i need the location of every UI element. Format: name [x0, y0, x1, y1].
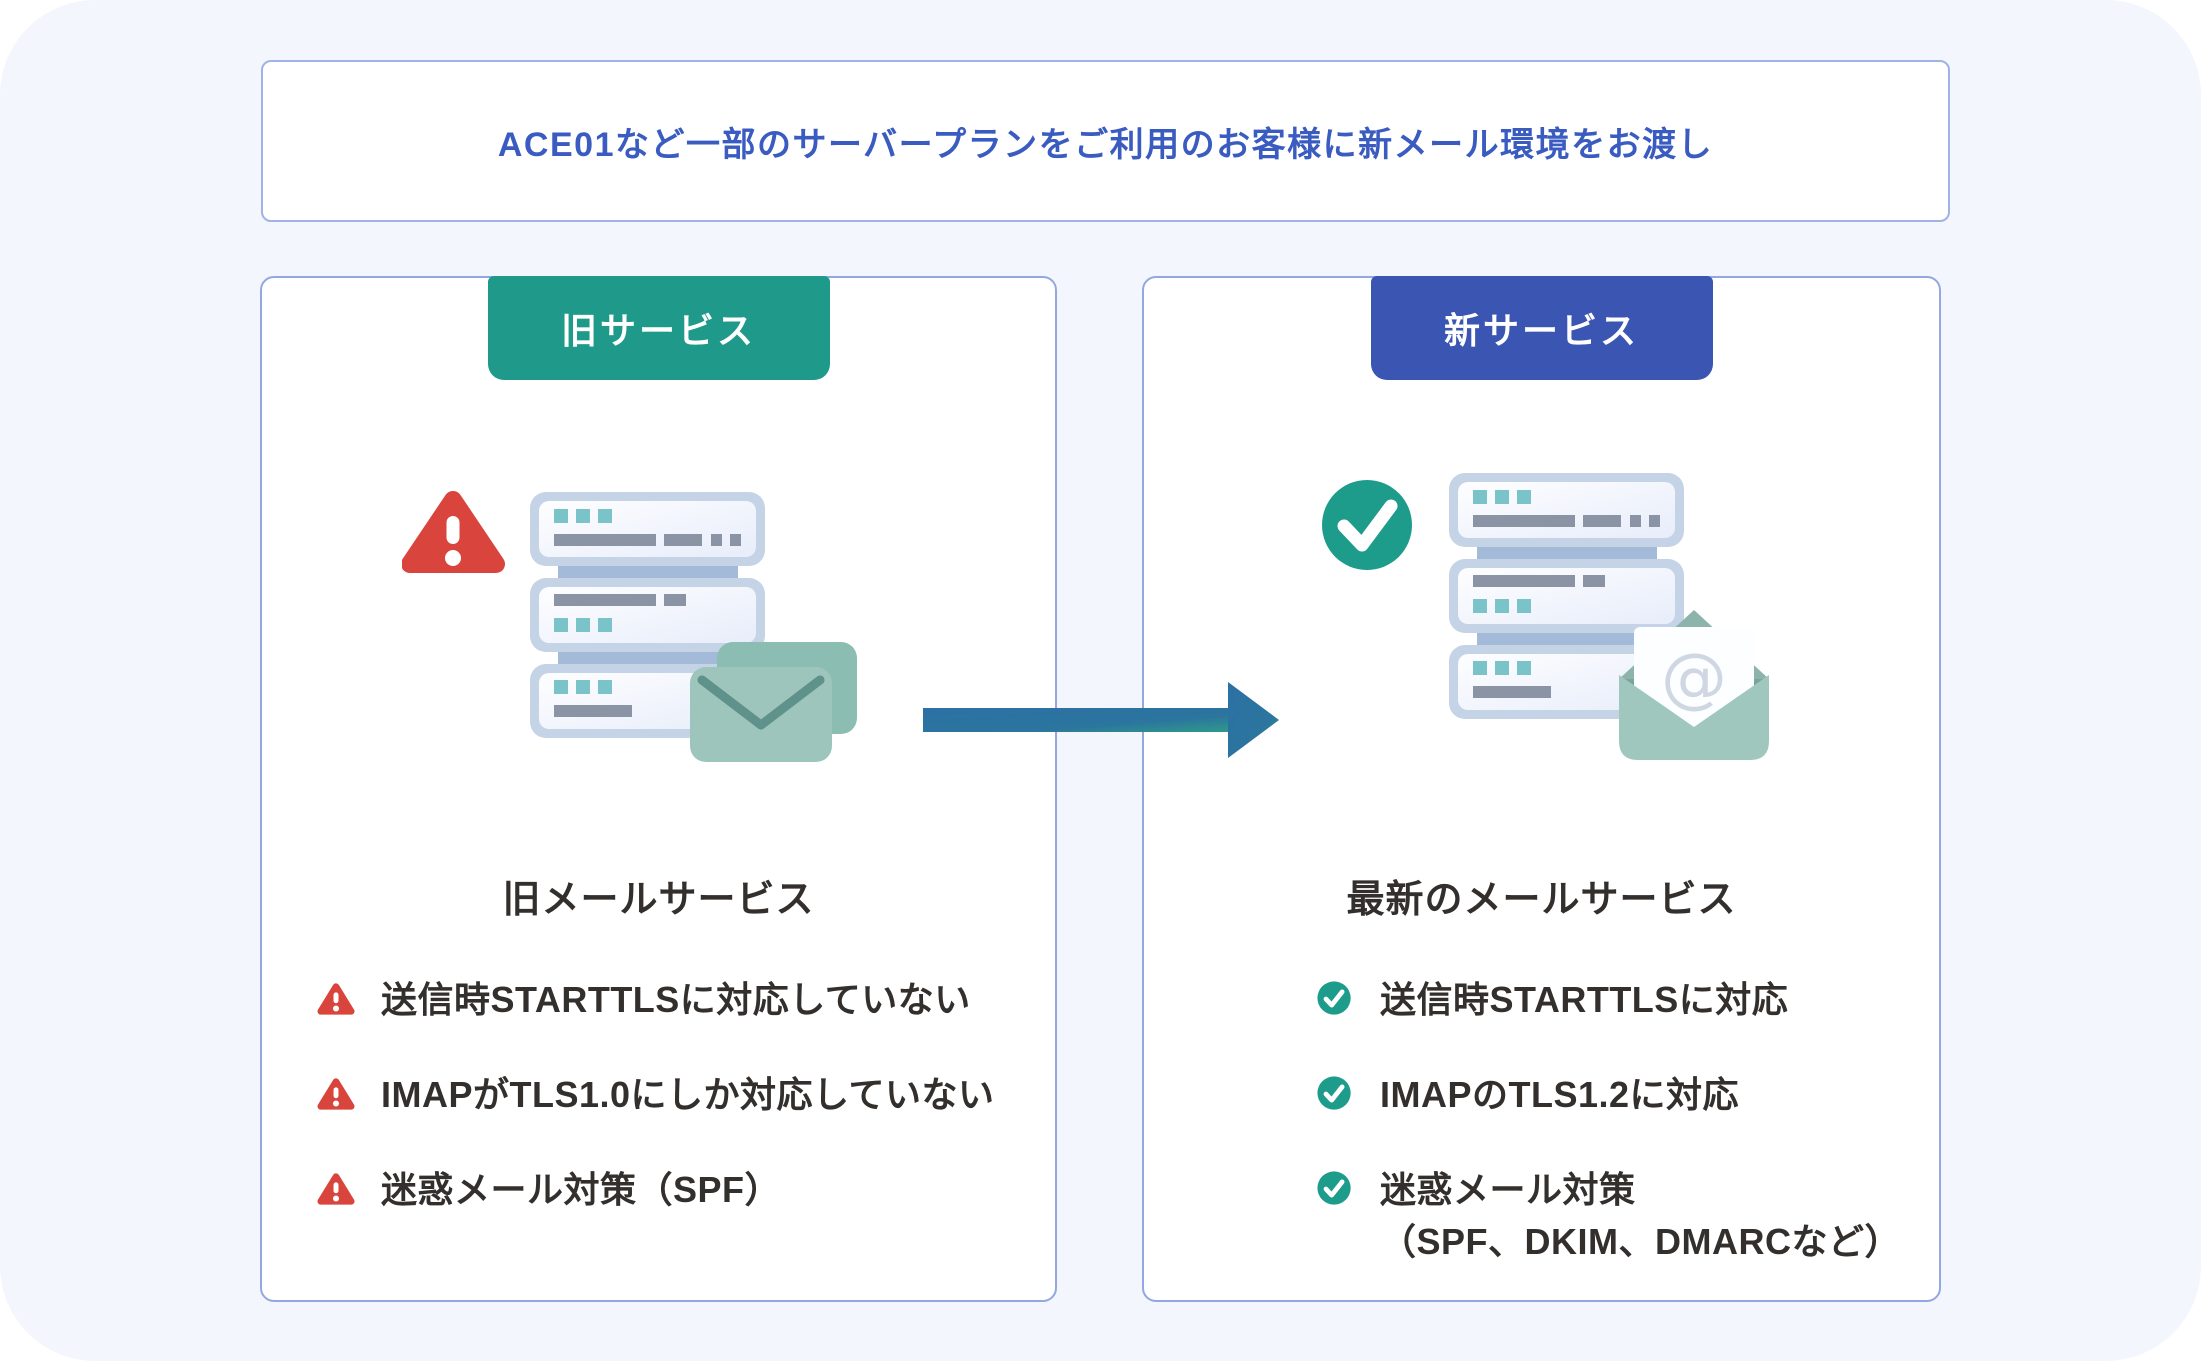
- list-item: 送信時STARTTLSに対応: [1316, 976, 1901, 1024]
- check-circle-icon: [1322, 480, 1412, 570]
- list-item: 迷惑メール対策（SPF、DKIM、DMARCなど）: [1316, 1166, 1901, 1266]
- mail-envelope-icon: [690, 642, 857, 762]
- new-service-card: 新サービス @ 最新のメールサービス: [1142, 276, 1941, 1302]
- list-item-text: IMAPのTLS1.2に対応: [1380, 1074, 1740, 1115]
- old-service-badge: 旧サービス: [487, 276, 830, 380]
- banner: ACE01など一部のサーバープランをご利用のお客様に新メール環境をお渡し: [261, 60, 1950, 222]
- new-service-badge: 新サービス: [1370, 276, 1713, 380]
- old-service-item-list: 送信時STARTTLSに対応していない IMAPがTLS1.0にしか対応していな…: [317, 976, 994, 1261]
- list-item: IMAPがTLS1.0にしか対応していない: [317, 1071, 994, 1119]
- old-service-title: 旧メールサービス: [502, 879, 815, 921]
- new-service-illustration: @: [1322, 473, 1769, 760]
- right-arrow-icon: [923, 682, 1279, 758]
- list-item: 迷惑メール対策（SPF）: [317, 1166, 994, 1214]
- check-icon: [1316, 980, 1354, 1018]
- old-service-illustration: [402, 491, 857, 762]
- new-service-item-list: 送信時STARTTLSに対応 IMAPのTLS1.2に対応 迷惑メール対策（SP…: [1316, 976, 1901, 1313]
- check-icon: [1316, 1170, 1354, 1208]
- list-item-text: 迷惑メール対策（SPF、DKIM、DMARCなど）: [1380, 1169, 1901, 1262]
- check-icon: [1316, 1075, 1354, 1113]
- svg-text:@: @: [1661, 639, 1727, 716]
- warning-icon: [317, 1170, 355, 1208]
- list-item-text: 送信時STARTTLSに対応していない: [381, 979, 971, 1020]
- warning-triangle-icon: [402, 491, 505, 573]
- old-service-card: 旧サービス 旧メールサービス: [260, 276, 1057, 1302]
- new-service-title: 最新のメールサービス: [1346, 879, 1737, 921]
- warning-icon: [317, 1075, 355, 1113]
- list-item: IMAPのTLS1.2に対応: [1316, 1071, 1901, 1119]
- warning-icon: [317, 980, 355, 1018]
- list-item: 送信時STARTTLSに対応していない: [317, 976, 994, 1024]
- list-item-text: 迷惑メール対策（SPF）: [381, 1169, 782, 1210]
- list-item-text: 送信時STARTTLSに対応: [1380, 979, 1789, 1020]
- list-item-text: IMAPがTLS1.0にしか対応していない: [381, 1074, 995, 1115]
- banner-text: ACE01など一部のサーバープランをご利用のお客様に新メール環境をお渡し: [497, 125, 1714, 164]
- mail-at-icon: @: [1619, 610, 1769, 760]
